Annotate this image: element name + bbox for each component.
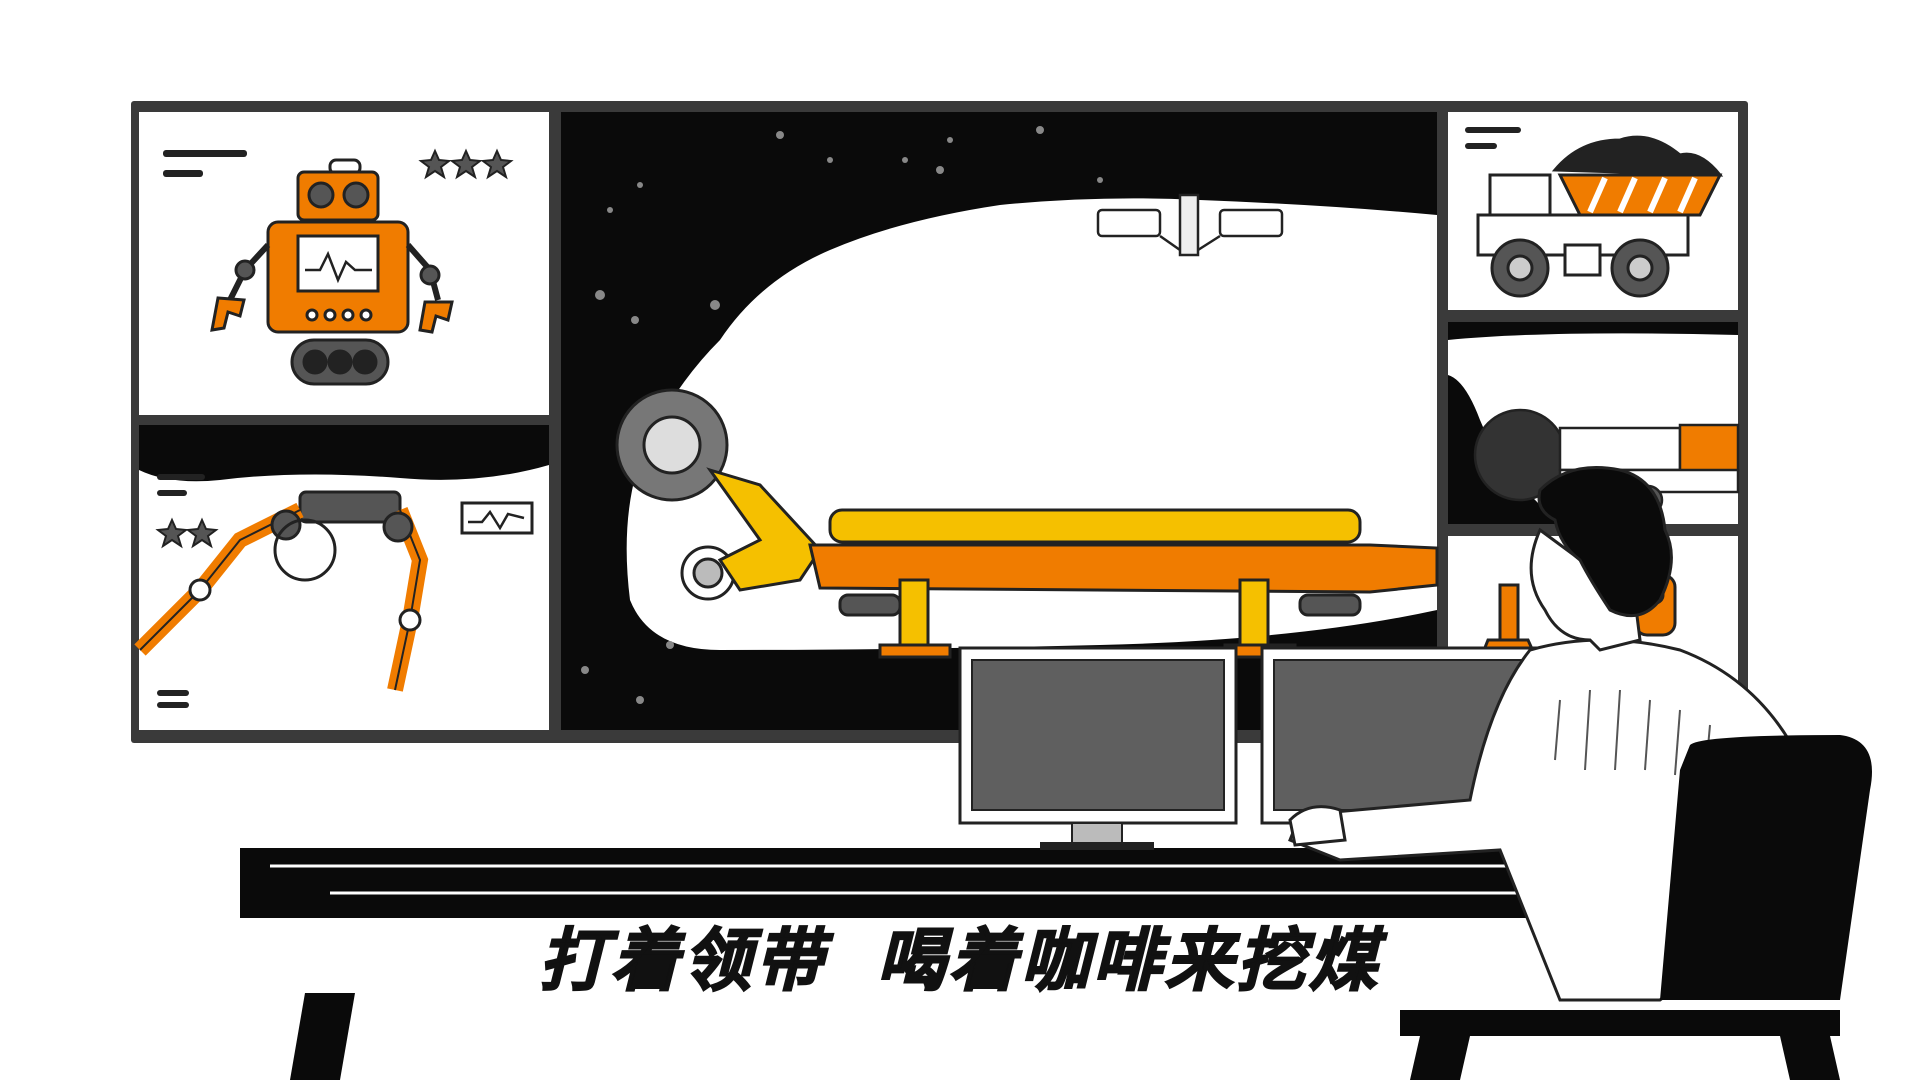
shearer-tunnel-panel <box>561 112 1439 730</box>
dump-truck-panel <box>1448 112 1738 310</box>
wall-display <box>131 101 1748 743</box>
star-rating <box>418 148 514 180</box>
robotic-arm-icon <box>134 490 429 692</box>
dust-particles <box>581 126 1103 704</box>
robot-icon <box>210 158 454 386</box>
coal-shearer-icon <box>615 388 1439 659</box>
menu-lines-icon <box>1465 127 1521 149</box>
dump-truck-icon <box>1476 135 1724 298</box>
chart-icon <box>460 501 534 535</box>
desk <box>240 848 1555 1080</box>
security-camera-icon <box>1096 193 1284 257</box>
star-rating <box>155 517 219 549</box>
chair-icon <box>1400 735 1872 1080</box>
robotic-arms-panel <box>134 425 549 730</box>
caption-text: 打着领带喝着咖啡来挖煤 <box>0 905 1920 1004</box>
caption-left: 打着领带 <box>538 921 827 1002</box>
caption-right: 喝着咖啡来挖煤 <box>876 921 1382 1002</box>
menu-lines-icon <box>157 474 205 708</box>
menu-lines-icon <box>163 150 247 177</box>
robot-panel <box>139 112 549 415</box>
monitor-left <box>958 646 1238 850</box>
